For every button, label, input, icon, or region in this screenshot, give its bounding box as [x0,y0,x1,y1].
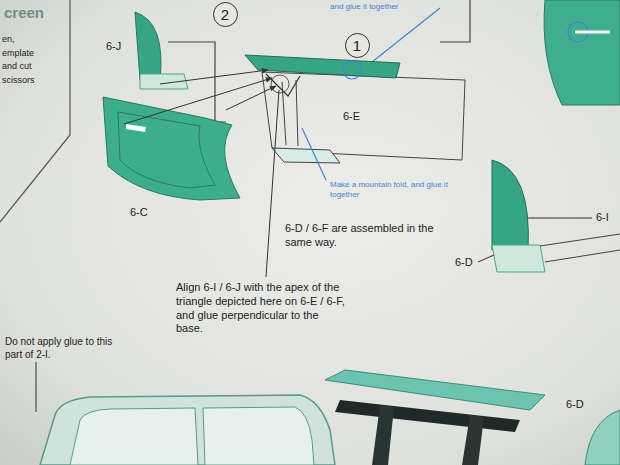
support-leg [372,405,484,465]
assembly-arrow [124,78,272,124]
flange [245,55,400,78]
detail-circle [343,61,361,79]
base-tab [272,148,340,163]
part-6e [262,72,300,152]
windshield [40,395,335,465]
title-fragment: creen [4,4,44,23]
part-6c [103,97,240,200]
note-text: and glue it together [330,2,399,12]
panel-border [0,0,70,222]
part-6d [492,245,545,272]
part-piece [544,0,620,105]
leader-line [266,90,279,277]
support [282,80,298,146]
part-label: 6-C [130,206,148,220]
instruction-text: en, emplate and cut scissors [2,33,48,87]
part-outline [118,112,215,188]
leader-line [528,218,592,219]
part-label: 6-E [343,110,360,124]
part-6j [135,12,161,80]
part-label: 6-J [106,40,121,54]
part-label: 6-I [596,211,609,225]
leader-line [478,255,494,262]
callout-circle: 1 [345,33,370,58]
guide-line [540,234,620,262]
part-strip [325,370,545,410]
callout-number: 1 [353,38,361,53]
slot [575,31,610,34]
detail-circle [271,75,289,93]
note-text: 6-D / 6-F are assembled in the same way. [285,222,435,250]
assembly-arrow [160,70,268,84]
part-6e [262,72,465,160]
triangle [266,74,300,96]
window-pane [70,407,314,465]
part-6i [492,160,528,250]
part-piece [585,410,620,465]
slot [126,124,146,132]
note-text: Make a mountain fold, and glue it togeth… [330,180,448,200]
leader-line [36,362,37,412]
note-text: Align 6-I / 6-J with the apex of the tri… [176,281,348,336]
callout-circle: 2 [213,2,238,27]
assembly-arrow [226,86,276,110]
note-text: Do not apply glue to this part of 2-I. [5,336,130,361]
part-label: 6-D [566,398,584,412]
leader-line [362,8,440,70]
part-label: 6-D [455,256,473,270]
leader-line [302,128,326,180]
bracket [440,0,470,42]
callout-number: 2 [221,7,229,22]
